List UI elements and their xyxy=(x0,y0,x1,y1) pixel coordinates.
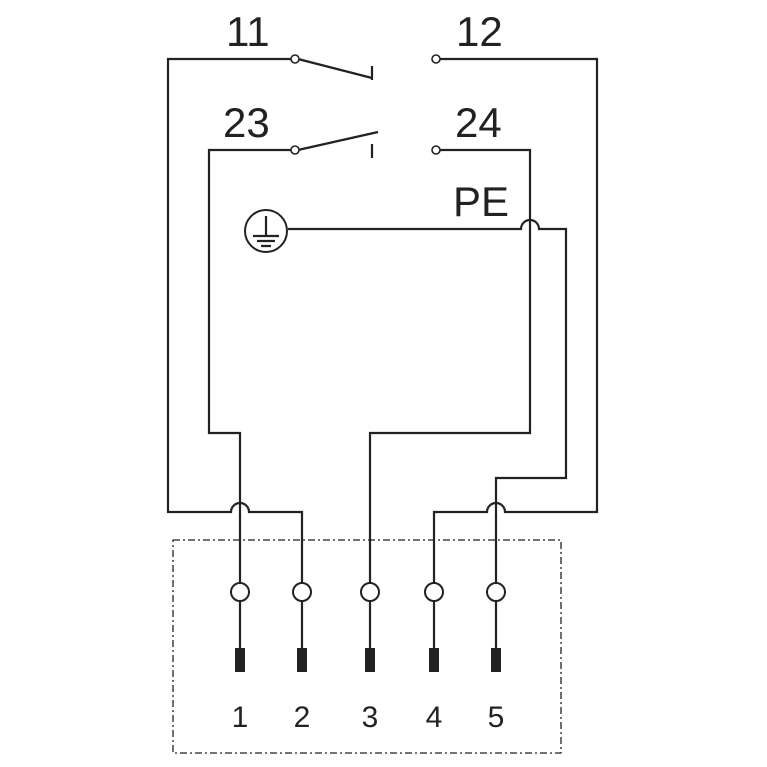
contact-11-terminal xyxy=(290,54,300,64)
protective-earth-icon xyxy=(244,209,288,253)
pin-label-5: 5 xyxy=(488,701,505,734)
label-contact-11: 11 xyxy=(226,8,270,55)
pin-4 xyxy=(424,582,444,672)
wire-contact-23-to-pin-1 xyxy=(207,148,294,585)
wire-pe-to-pin-5 xyxy=(288,218,568,585)
wire-contact-24-to-pin-3 xyxy=(368,148,532,585)
contact-23-terminal xyxy=(290,145,300,155)
switch-arm-23-24 xyxy=(297,130,379,158)
label-contact-24: 24 xyxy=(455,99,502,146)
pin-2 xyxy=(292,582,312,672)
contact-24-terminal xyxy=(431,145,441,155)
pin-label-1: 1 xyxy=(232,701,249,734)
pin-1 xyxy=(230,582,250,672)
connector-housing xyxy=(172,539,562,754)
label-contact-23: 23 xyxy=(223,99,270,146)
contact-12-terminal xyxy=(431,54,441,64)
pin-3 xyxy=(360,582,380,672)
label-pe: PE xyxy=(453,178,509,225)
switch-arm-11-12 xyxy=(297,57,374,80)
label-contact-12: 12 xyxy=(456,8,503,55)
pin-label-2: 2 xyxy=(294,701,311,734)
pin-5 xyxy=(486,582,506,672)
wire-contact-12-to-pin-5 xyxy=(432,57,599,585)
wire-contact-11-to-pin-1 xyxy=(166,57,304,585)
pin-label-4: 4 xyxy=(426,701,443,734)
pin-label-3: 3 xyxy=(362,701,379,734)
